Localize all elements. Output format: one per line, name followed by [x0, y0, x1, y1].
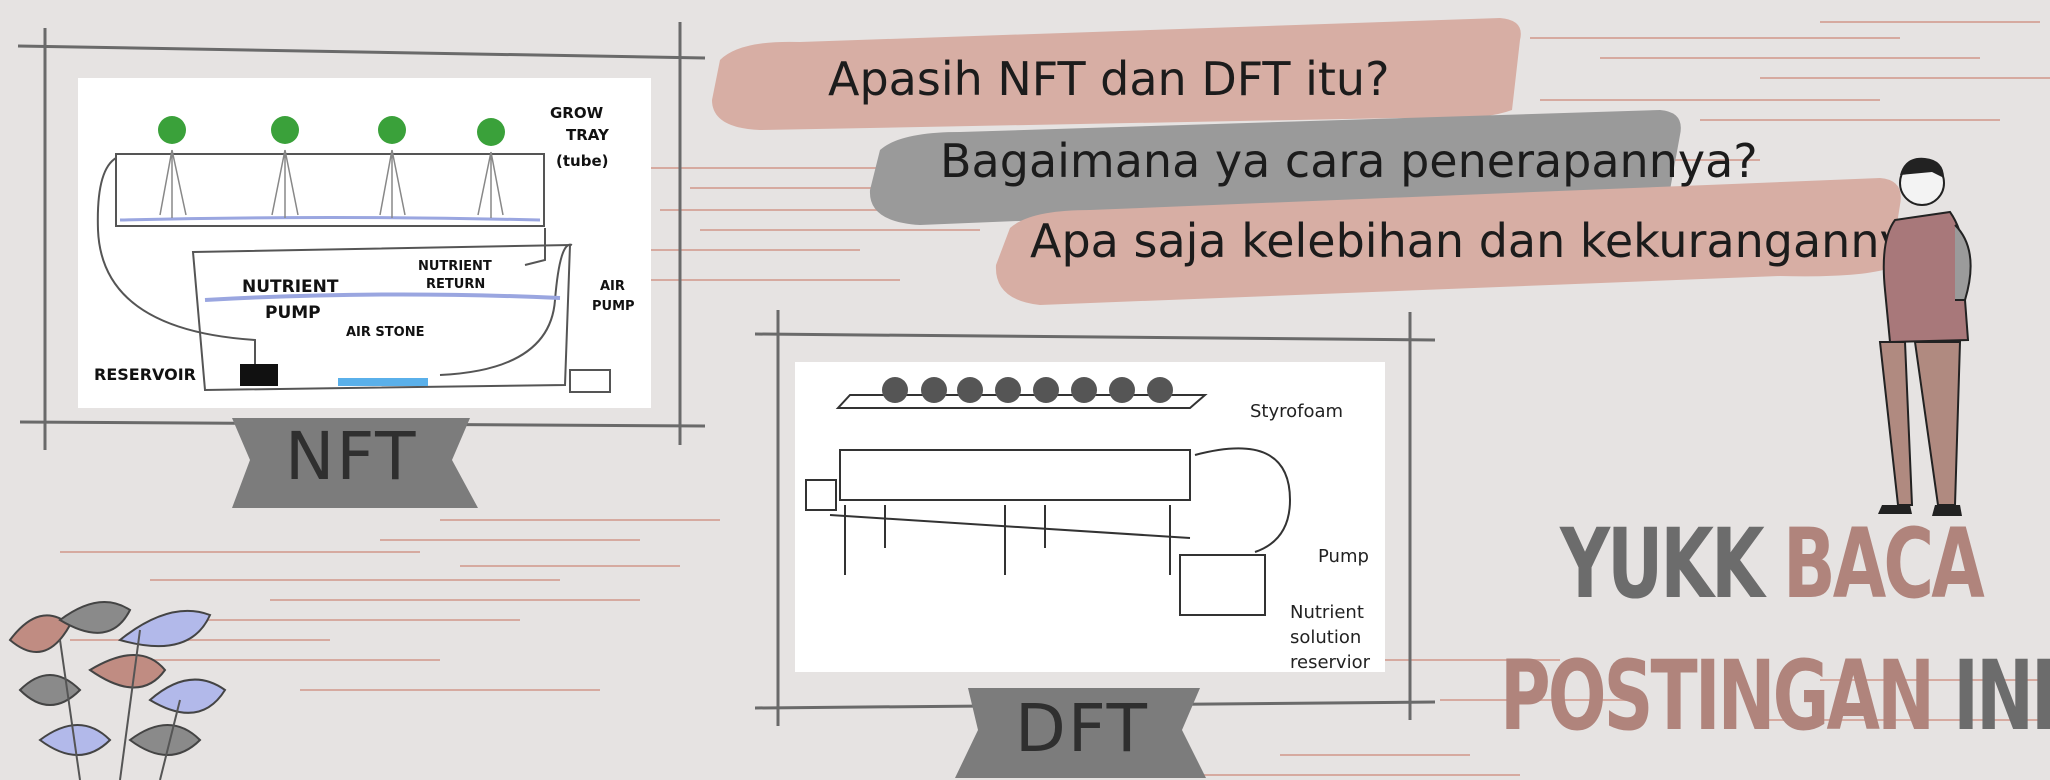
rose-brush-2 [995, 178, 1901, 305]
label-air: AIR [600, 279, 625, 294]
label-dft-pump: Pump [1318, 546, 1369, 567]
label-nutrient-return: NUTRIENT [418, 259, 492, 274]
dft-caption: DFT [1015, 690, 1149, 767]
cta-yukk: YUKK [1560, 508, 1765, 620]
label-pump: PUMP [265, 303, 321, 323]
label-air-pump: PUMP [592, 299, 635, 314]
label-nutrient: Nutrient [1290, 602, 1364, 623]
rose-brush-1 [712, 18, 1521, 130]
label-tray: TRAY [566, 126, 610, 144]
label-nutrient-pump: NUTRIENT [242, 277, 339, 297]
question-1: Apasih NFT dan DFT itu? [828, 52, 1390, 106]
label-reservoir: RESERVOIR [94, 365, 196, 384]
question-2: Bagaimana ya cara penerapannya? [940, 134, 1758, 188]
cta-postingan: POSTINGAN [1500, 640, 1935, 752]
nft-caption: NFT [285, 418, 418, 495]
cta-baca: BACA [1782, 508, 1985, 620]
cta-ini: INI [1953, 640, 2050, 752]
dft-ribbon [955, 688, 1206, 778]
label-air-stone: AIR STONE [346, 325, 424, 340]
label-styrofoam: Styrofoam [1250, 401, 1343, 422]
label-solution: solution [1290, 627, 1361, 648]
question-3: Apa saja kelebihan dan kekurangannya? [1030, 214, 1960, 268]
label-reservior: reservior [1290, 652, 1371, 673]
plant-icons [158, 116, 505, 146]
cta-line-2: POSTINGAN INI [1500, 640, 2050, 752]
label-return: RETURN [426, 277, 485, 292]
nft-ribbon [232, 418, 478, 508]
cta-line-1: YUKK BACA [1560, 508, 1985, 620]
styrofoam-plants [882, 377, 1173, 403]
label-grow: GROW [550, 104, 604, 122]
label-tube: (tube) [556, 152, 608, 170]
